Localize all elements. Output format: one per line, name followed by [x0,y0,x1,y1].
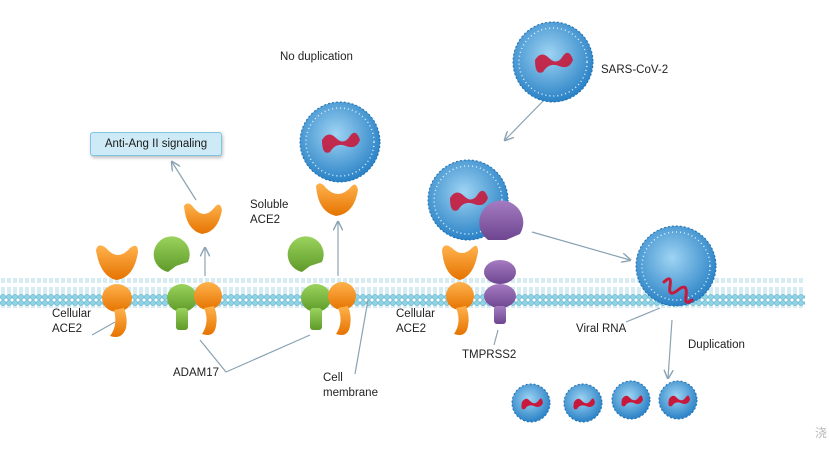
pointer-viral-rna [625,307,661,323]
pointer-adam17-left [199,339,227,373]
label-soluble-ace2-line1: Soluble [250,199,289,211]
label-cellular-ace2-left-line2: ACE2 [52,323,83,335]
label-cell-membrane: Cell membrane [323,371,378,401]
viral-rna-strand [662,277,694,304]
shed-ace2 [184,203,222,234]
label-cell-membrane-line2: membrane [323,387,378,399]
cellular-ace2-right [442,245,478,335]
pointer-adam17-right [225,334,311,373]
arrows [91,95,672,378]
progeny-virus [658,380,698,420]
progeny-virus [563,383,603,423]
arrow-virus-internal [531,231,630,260]
label-cellular-ace2-right-line2: ACE2 [396,323,427,335]
label-no-duplication: No duplication [280,51,353,63]
label-soluble-ace2-line2: ACE2 [250,214,281,226]
pointer-cell-membrane [354,299,369,375]
label-duplication: Duplication [688,339,745,351]
label-viral-rna: Viral RNA [576,323,627,335]
adam17-right [287,236,356,335]
pointer-cellular-ace2 [91,321,116,336]
label-adam17: ADAM17 [173,367,220,379]
label-sars-cov-2: SARS-CoV-2 [601,64,669,76]
soluble-ace2-virus [299,101,381,216]
label-cellular-ace2-right-line1: Cellular [396,308,435,320]
arrow-ace2-to-signal [172,162,197,201]
arrow-virus-down [505,95,549,140]
progeny-virus [611,380,651,420]
progeny-viruses [511,380,698,423]
label-cellular-ace2-right: Cellular ACE2 [396,307,435,337]
cellular-ace2-left [96,245,138,337]
arrow-duplication [668,319,672,378]
progeny-virus [511,383,551,423]
label-tmprss2: TMPRSS2 [462,349,517,361]
corner-glyph: 浇 [814,426,827,440]
tmprss2-protein [479,200,524,324]
pointer-tmprss2 [493,329,499,346]
fusing-virus [635,225,717,307]
label-cellular-ace2-left-line1: Cellular [52,308,91,320]
adam17-left [153,236,222,335]
label-soluble-ace2: Soluble ACE2 [250,198,288,228]
label-anti-ang-ii-signaling: Anti-Ang II signaling [90,132,222,156]
label-cellular-ace2-left: Cellular ACE2 [52,307,91,337]
label-cell-membrane-line1: Cell [323,372,343,384]
sars-cov-2-virus [512,21,594,103]
